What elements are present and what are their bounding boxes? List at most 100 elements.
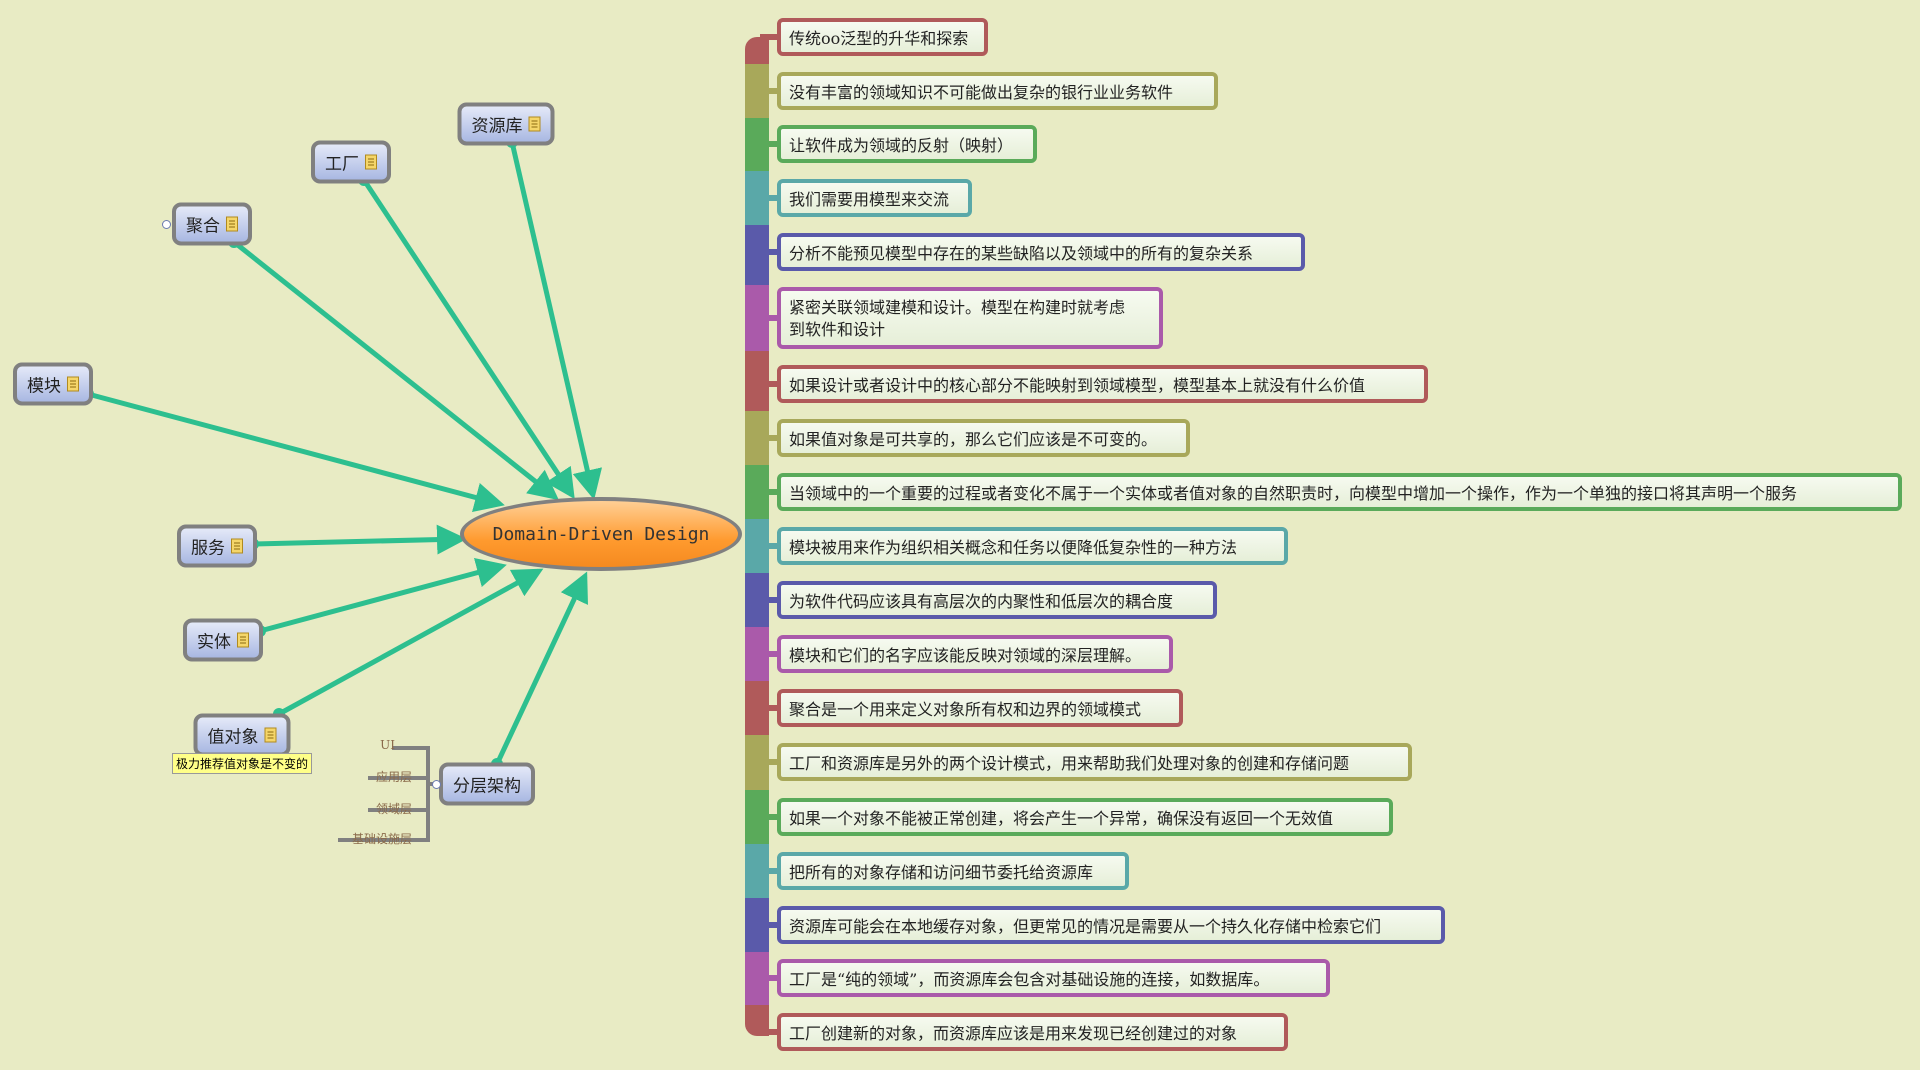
branch-connector xyxy=(760,975,780,981)
branch-connector xyxy=(760,868,780,874)
branch-connector xyxy=(760,315,780,321)
layer-item[interactable]: 基础设施层 xyxy=(351,832,412,846)
collapse-toggle-layers[interactable] xyxy=(432,780,441,789)
value-object-note: 极力推荐值对象是不变的 xyxy=(172,753,313,774)
link-service xyxy=(252,524,467,555)
branch-connector xyxy=(760,435,780,441)
node-label: 服务 xyxy=(191,538,225,559)
link-value-object xyxy=(277,568,544,717)
subtopic-text: 工厂是“纯的领域”，而资源库会包含对基础设施的连接，如数据库。 xyxy=(789,970,1270,989)
branch-connector xyxy=(760,249,780,255)
node-value-object[interactable]: 值对象 xyxy=(193,713,291,757)
branch-connector xyxy=(760,489,780,495)
node-factory[interactable]: 工厂 xyxy=(311,140,391,184)
branch-spine xyxy=(745,37,769,64)
node-label: 工厂 xyxy=(325,154,359,175)
branch-connector xyxy=(760,1029,780,1035)
subtopic-text: 如果一个对象不能被正常创建，将会产生一个异常，确保没有返回一个无效值 xyxy=(789,809,1334,828)
subtopic-text: 我们需要用模型来交流 xyxy=(789,190,950,209)
link-layered-architecture xyxy=(494,571,588,766)
layer-item[interactable]: UI xyxy=(380,738,395,752)
link-entity xyxy=(259,557,507,634)
node-module[interactable]: 模块 xyxy=(13,362,93,406)
node-label: 聚合 xyxy=(186,216,220,237)
subtopic-text: 聚合是一个用来定义对象所有权和边界的领域模式 xyxy=(789,700,1142,719)
node-label: 分层架构 xyxy=(453,776,521,797)
node-aggregate[interactable]: 聚合 xyxy=(172,202,252,246)
subtopic-text: 让软件成为领域的反射（映射） xyxy=(789,136,1014,155)
central-topic[interactable]: Domain-Driven Design xyxy=(460,497,742,571)
subtopic[interactable]: 工厂是“纯的领域”，而资源库会包含对基础设施的连接，如数据库。 xyxy=(777,959,1330,997)
layer-item[interactable]: 应用层 xyxy=(375,770,412,784)
subtopic[interactable]: 紧密关联领域建模和设计。模型在构建时就考虑 到软件和设计 xyxy=(777,287,1163,349)
node-repository[interactable]: 资源库 xyxy=(457,102,555,146)
subtopic[interactable]: 如果一个对象不能被正常创建，将会产生一个异常，确保没有返回一个无效值 xyxy=(777,798,1393,836)
node-label: 模块 xyxy=(27,376,61,397)
branch-connector xyxy=(760,922,780,928)
link-module xyxy=(87,391,505,513)
node-service[interactable]: 服务 xyxy=(177,524,257,568)
subtopic-text: 当领域中的一个重要的过程或者变化不属于一个实体或者值对象的自然职责时，向模型中增… xyxy=(789,484,1798,503)
subtopic[interactable]: 传统oo泛型的升华和探索 xyxy=(777,18,988,56)
node-entity[interactable]: 实体 xyxy=(183,618,263,662)
subtopic-text: 模块被用来作为组织相关概念和任务以便降低复杂性的一种方法 xyxy=(789,538,1238,557)
subtopic-text: 紧密关联领域建模和设计。模型在构建时就考虑 到软件和设计 xyxy=(789,298,1126,339)
branch-connector xyxy=(760,651,780,657)
link-factory xyxy=(361,178,575,500)
subtopic[interactable]: 模块被用来作为组织相关概念和任务以便降低复杂性的一种方法 xyxy=(777,527,1288,565)
subtopic[interactable]: 为软件代码应该具有高层次的内聚性和低层次的耦合度 xyxy=(777,581,1217,619)
branch-connector xyxy=(760,34,780,40)
layer-bracket xyxy=(338,746,444,842)
collapse-toggle-aggregate[interactable] xyxy=(162,220,171,229)
link-aggregate xyxy=(232,240,559,501)
note-icon[interactable] xyxy=(231,538,243,554)
subtopic[interactable]: 如果值对象是可共享的，那么它们应该是不可变的。 xyxy=(777,419,1190,457)
link-repository xyxy=(509,141,603,500)
branch-connector xyxy=(760,705,780,711)
layer-item[interactable]: 领域层 xyxy=(375,802,412,816)
subtopic[interactable]: 资源库可能会在本地缓存对象，但更常见的情况是需要从一个持久化存储中检索它们 xyxy=(777,906,1445,944)
subtopic[interactable]: 当领域中的一个重要的过程或者变化不属于一个实体或者值对象的自然职责时，向模型中增… xyxy=(777,473,1902,511)
subtopic-text: 工厂和资源库是另外的两个设计模式，用来帮助我们处理对象的创建和存储问题 xyxy=(789,754,1350,773)
subtopic[interactable]: 模块和它们的名字应该能反映对领域的深层理解。 xyxy=(777,635,1173,673)
subtopic[interactable]: 分析不能预见模型中存在的某些缺陷以及领域中的所有的复杂关系 xyxy=(777,233,1305,271)
branch-connector xyxy=(760,195,780,201)
subtopic[interactable]: 我们需要用模型来交流 xyxy=(777,179,972,217)
note-icon[interactable] xyxy=(264,727,277,743)
branch-connector xyxy=(760,88,780,94)
branch-connector xyxy=(760,381,780,387)
subtopic-text: 传统oo泛型的升华和探索 xyxy=(789,29,969,48)
note-icon[interactable] xyxy=(365,154,377,170)
subtopic[interactable]: 把所有的对象存储和访问细节委托给资源库 xyxy=(777,852,1129,890)
node-layered-architecture[interactable]: 分层架构 xyxy=(439,762,535,806)
subtopic-text: 分析不能预见模型中存在的某些缺陷以及领域中的所有的复杂关系 xyxy=(789,244,1254,263)
note-icon[interactable] xyxy=(226,216,238,232)
note-icon[interactable] xyxy=(528,116,541,132)
note-icon[interactable] xyxy=(237,632,249,648)
subtopic[interactable]: 让软件成为领域的反射（映射） xyxy=(777,125,1037,163)
node-label: 实体 xyxy=(197,632,231,653)
branch-spine xyxy=(745,225,769,285)
node-label: 资源库 xyxy=(471,116,523,137)
subtopic[interactable]: 工厂创建新的对象，而资源库应该是用来发现已经创建过的对象 xyxy=(777,1013,1288,1051)
central-topic-label: Domain-Driven Design xyxy=(492,523,710,545)
subtopic[interactable]: 工厂和资源库是另外的两个设计模式，用来帮助我们处理对象的创建和存储问题 xyxy=(777,743,1412,781)
branch-connector xyxy=(760,759,780,765)
branch-connector xyxy=(760,141,780,147)
subtopic-text: 工厂创建新的对象，而资源库应该是用来发现已经创建过的对象 xyxy=(789,1024,1238,1043)
subtopic-text: 如果设计或者设计中的核心部分不能映射到领域模型，模型基本上就没有什么价值 xyxy=(789,376,1366,395)
subtopic-text: 为软件代码应该具有高层次的内聚性和低层次的耦合度 xyxy=(789,592,1174,611)
subtopic-text: 没有丰富的领域知识不可能做出复杂的银行业业务软件 xyxy=(789,83,1174,102)
branch-connector xyxy=(760,543,780,549)
subtopic-text: 把所有的对象存储和访问细节委托给资源库 xyxy=(789,863,1094,882)
note-icon[interactable] xyxy=(67,376,79,392)
subtopic-text: 如果值对象是可共享的，那么它们应该是不可变的。 xyxy=(789,430,1158,449)
node-label: 值对象 xyxy=(207,727,259,748)
subtopic[interactable]: 聚合是一个用来定义对象所有权和边界的领域模式 xyxy=(777,689,1183,727)
subtopic[interactable]: 如果设计或者设计中的核心部分不能映射到领域模型，模型基本上就没有什么价值 xyxy=(777,365,1428,403)
subtopic-text: 资源库可能会在本地缓存对象，但更常见的情况是需要从一个持久化存储中检索它们 xyxy=(789,917,1382,936)
subtopic-text: 模块和它们的名字应该能反映对领域的深层理解。 xyxy=(789,646,1142,665)
branch-connector xyxy=(760,814,780,820)
subtopic[interactable]: 没有丰富的领域知识不可能做出复杂的银行业业务软件 xyxy=(777,72,1218,110)
branch-connector xyxy=(760,597,780,603)
